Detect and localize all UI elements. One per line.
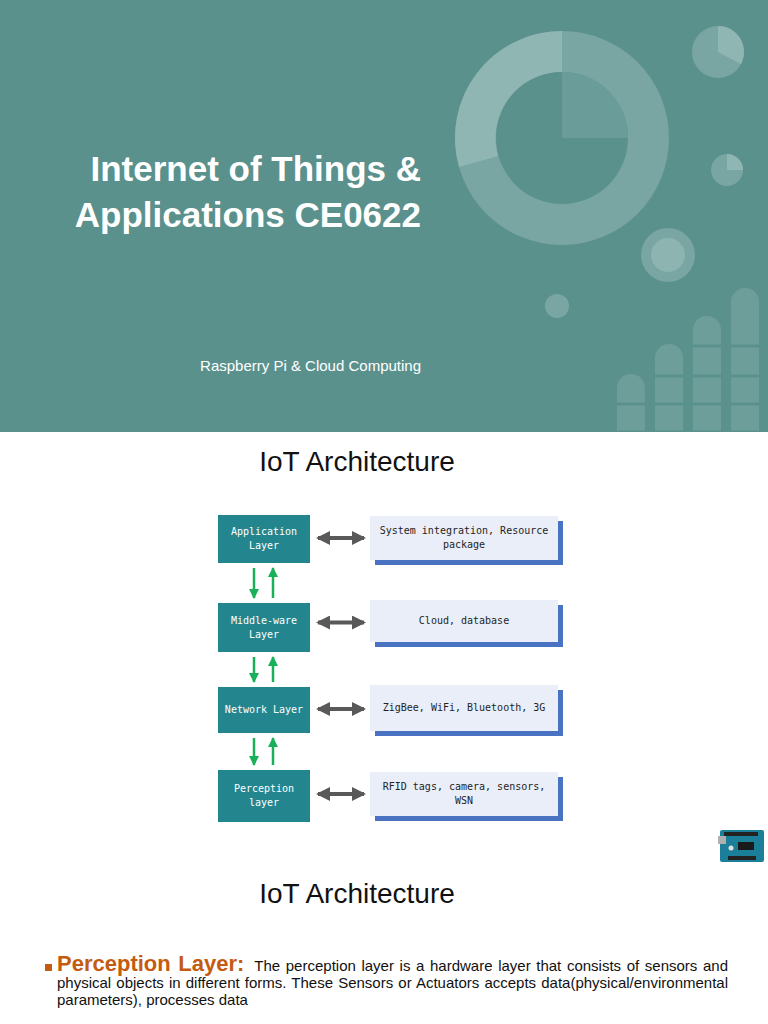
example-box: Cloud, database [370, 600, 558, 642]
slide-subtitle: Raspberry Pi & Cloud Computing [61, 357, 421, 374]
box-label: Perception layer [223, 782, 305, 810]
example-box: RFID tags, camera, sensors, WSN [370, 772, 558, 816]
up-arrow [272, 738, 275, 765]
down-arrow [253, 738, 256, 765]
slide-background [0, 0, 768, 432]
deco-circle [651, 238, 685, 272]
up-arrow [272, 568, 275, 598]
down-arrow [253, 568, 256, 598]
donut-inner-slice [562, 72, 628, 138]
up-arrow [272, 657, 275, 682]
down-arrow [253, 657, 256, 682]
box-label: Application Layer [223, 525, 305, 553]
layer-box: Middle-ware Layer [218, 603, 310, 652]
slide-title: Internet of Things & Applications CE0622 [61, 146, 421, 238]
deco-circle [692, 26, 744, 78]
section-heading: IoT Architecture [157, 878, 557, 910]
section-heading: IoT Architecture [157, 446, 557, 478]
slide-two-background [0, 432, 768, 1024]
deco-slice [718, 26, 744, 64]
bullet-square [45, 964, 52, 971]
bullet-heading: Perception Layer: [57, 951, 244, 976]
box-label: Cloud, database [419, 614, 509, 628]
deco-circle [641, 228, 695, 282]
double-arrow [318, 792, 364, 796]
box-label: RFID tags, camera, sensors, WSN [378, 780, 550, 808]
box-label: System integration, Resource package [378, 524, 550, 552]
layer-box: Perception layer [218, 770, 310, 822]
layer-box: Application Layer [218, 515, 310, 563]
arduino-icon [718, 830, 764, 862]
bar-gaps [615, 346, 768, 432]
double-arrow [318, 621, 364, 625]
box-label: Middle-ware Layer [223, 614, 305, 642]
example-box: ZigBee, WiFi, Bluetooth, 3G [370, 685, 558, 731]
deco-circle [545, 294, 569, 318]
double-arrow [318, 536, 364, 540]
example-box: System integration, Resource package [370, 516, 558, 560]
deco-circle [711, 154, 743, 186]
double-arrow [318, 707, 364, 711]
box-label: Network Layer [225, 703, 303, 717]
deco-slice [727, 154, 743, 170]
box-label: ZigBee, WiFi, Bluetooth, 3G [383, 701, 546, 715]
body-paragraph: Perception Layer:The perception layer is… [57, 955, 728, 1008]
layer-box: Network Layer [218, 687, 310, 733]
donut-ring [455, 31, 669, 245]
donut-hole [496, 72, 628, 204]
